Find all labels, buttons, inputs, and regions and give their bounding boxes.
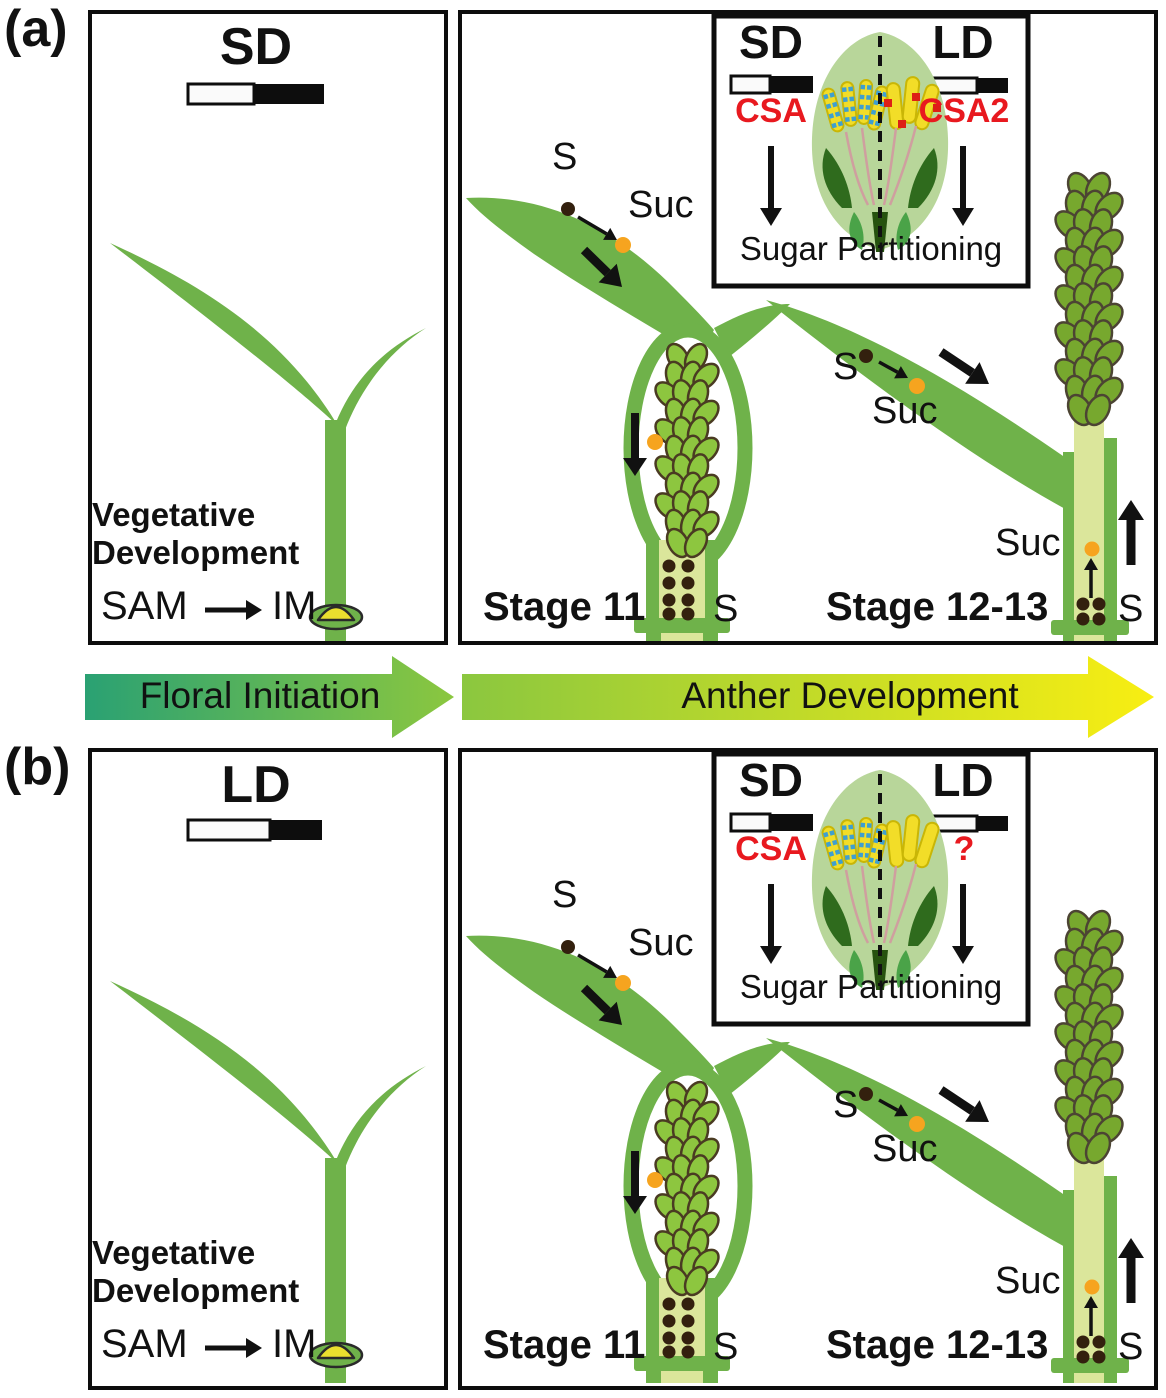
panel-a-stage11-starch-label: S bbox=[552, 136, 578, 178]
panel-b-inset-caption: Sugar Partitioning bbox=[739, 968, 1003, 1005]
panel-b-left-box bbox=[88, 748, 448, 1390]
panel-b-letter: (b) bbox=[4, 738, 71, 796]
floral-initiation-label: Floral Initiation bbox=[139, 675, 381, 716]
panel-a-left-box bbox=[88, 10, 448, 645]
panel-a-stage1213-stem-starch-label: S bbox=[1118, 588, 1144, 630]
panel-b-condition-title: LD bbox=[221, 756, 291, 814]
panel-a-right-box bbox=[458, 10, 1158, 645]
panel-a-veg-heading: Vegetative Development bbox=[92, 496, 300, 572]
panel-b-right-box bbox=[458, 748, 1158, 1390]
panel-b-stage1213-caption: Stage 12-13 bbox=[826, 1323, 1049, 1367]
panel-a-inset-sd-label: SD bbox=[739, 16, 803, 68]
panel-a-photoperiod-bar bbox=[186, 82, 324, 106]
anther-development-label: Anther Development bbox=[681, 675, 1019, 716]
panel-b-stage11-starch-label: S bbox=[552, 874, 578, 916]
panel-a-inset-ld-label: LD bbox=[932, 16, 994, 68]
panel-a-condition-title: SD bbox=[219, 18, 293, 76]
panel-a-stage1213-sucrose-label: Suc bbox=[872, 390, 938, 432]
panel-a-stage1213-starch-label: S bbox=[833, 346, 859, 388]
panel-b-photoperiod-bar bbox=[186, 818, 322, 842]
panel-a-sam-label: SAM bbox=[101, 584, 188, 628]
panel-b-im-label: IM bbox=[272, 1322, 317, 1366]
panel-a-im-label: IM bbox=[272, 584, 317, 628]
panel-a-stage11-sucrose-label: Suc bbox=[628, 184, 694, 226]
panel-b-stage1213-sucrose-label: Suc bbox=[872, 1128, 938, 1170]
panel-b-stage11-stem-starch-label: S bbox=[713, 1326, 739, 1368]
panel-a-inset-csa-label: CSA bbox=[735, 92, 807, 130]
panel-b-veg-heading: Vegetative Development bbox=[92, 1234, 300, 1310]
panel-a-inset-caption: Sugar Partitioning bbox=[739, 230, 1003, 267]
panel-a-letter: (a) bbox=[4, 0, 68, 58]
panel-a-stage1213-stem-sucrose-label: Suc bbox=[995, 522, 1061, 564]
panel-a-stage1213-caption: Stage 12-13 bbox=[826, 585, 1049, 629]
panel-a-stage11-caption: Stage 11 bbox=[483, 585, 646, 629]
panel-a-stage11-stem-starch-label: S bbox=[713, 588, 739, 630]
anther-development-arrow bbox=[462, 656, 1154, 738]
panel-b-inset-csa-label: CSA bbox=[735, 830, 807, 868]
panel-a-inset-csa2-label: CSA2 bbox=[918, 92, 1010, 130]
panel-b-inset-question-label: ? bbox=[953, 830, 975, 868]
floral-initiation-arrow bbox=[85, 656, 454, 738]
panel-b-stage11-caption: Stage 11 bbox=[483, 1323, 646, 1367]
panel-b-inset-sd-label: SD bbox=[739, 754, 803, 806]
panel-b-stage1213-starch-label: S bbox=[833, 1084, 859, 1126]
panel-b-inset-ld-label: LD bbox=[932, 754, 994, 806]
panel-b-sam-label: SAM bbox=[101, 1322, 188, 1366]
panel-b-stage1213-stem-starch-label: S bbox=[1118, 1326, 1144, 1368]
panel-b-stage11-sucrose-label: Suc bbox=[628, 922, 694, 964]
panel-b-stage1213-stem-sucrose-label: Suc bbox=[995, 1260, 1061, 1302]
